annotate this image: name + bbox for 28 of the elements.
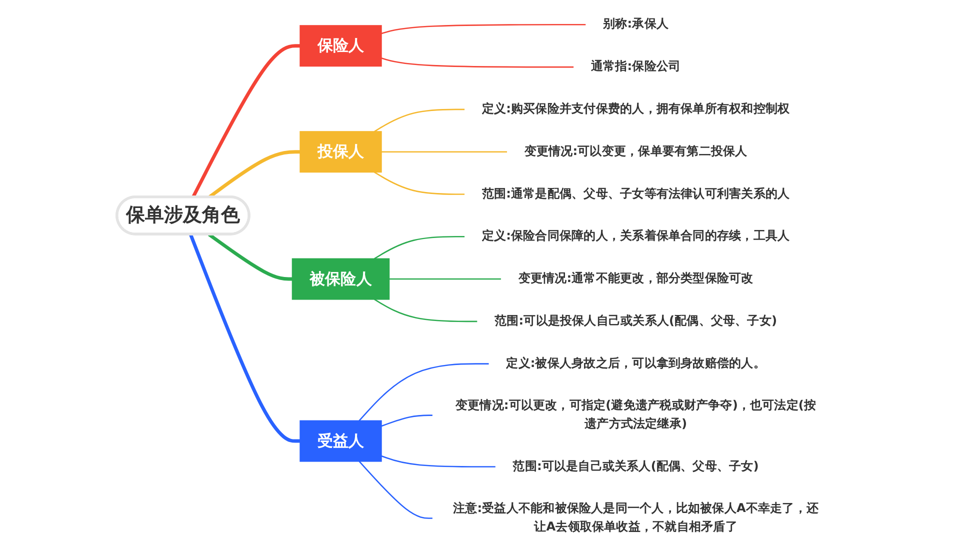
- connector: [381, 58, 574, 68]
- connector: [358, 460, 432, 519]
- connector: [381, 151, 508, 152]
- node-text: 定义:被保人身故之后，可以拿到身故赔偿的人。: [506, 356, 766, 370]
- connector: [389, 278, 501, 280]
- connector: [374, 236, 465, 260]
- node-text: 变更情况:可以更改，可指定(避免遗产税或财产争夺)，也可法定(按遗产方式法定继承): [455, 398, 816, 431]
- connector: [208, 233, 292, 281]
- node-text: 范围:可以是投保人自己或关系人(配偶、父母、子女): [494, 314, 777, 328]
- node-text: 定义:购买保险并支付保费的人，拥有保单所有权和控制权: [482, 102, 790, 116]
- connector: [374, 108, 465, 132]
- node-box: 受益人: [300, 420, 382, 462]
- connector: [374, 172, 465, 195]
- connector: [358, 363, 489, 422]
- connector: [381, 414, 432, 427]
- node-text: 别称:承保人: [603, 17, 668, 32]
- node-text: 定义:保险合同保障的人，关系着保单合同的存续，工具人: [482, 229, 790, 244]
- node-text: 变更情况:可以变更，保单要有第二投保人: [524, 144, 748, 158]
- node-text: 范围:通常是配偶、父母、子女等有法律认可利害关系的人: [482, 186, 790, 201]
- connector: [191, 44, 300, 198]
- node-text: 注意:受益人不能和被保险人是同一个人，比如被保人A不幸走了，还让A去领取保单收益，不就自相矛盾了: [453, 502, 819, 534]
- node-text: 变更情况:通常不能更改，部分类型保险可改: [518, 272, 754, 286]
- connector: [381, 455, 496, 468]
- node-text: 范围:可以是自己或关系人(配偶、父母、子女): [512, 459, 759, 474]
- connector: [189, 234, 300, 443]
- connector: [374, 298, 478, 322]
- connector: [381, 24, 586, 34]
- node-text: 通常指:保险公司: [590, 60, 681, 74]
